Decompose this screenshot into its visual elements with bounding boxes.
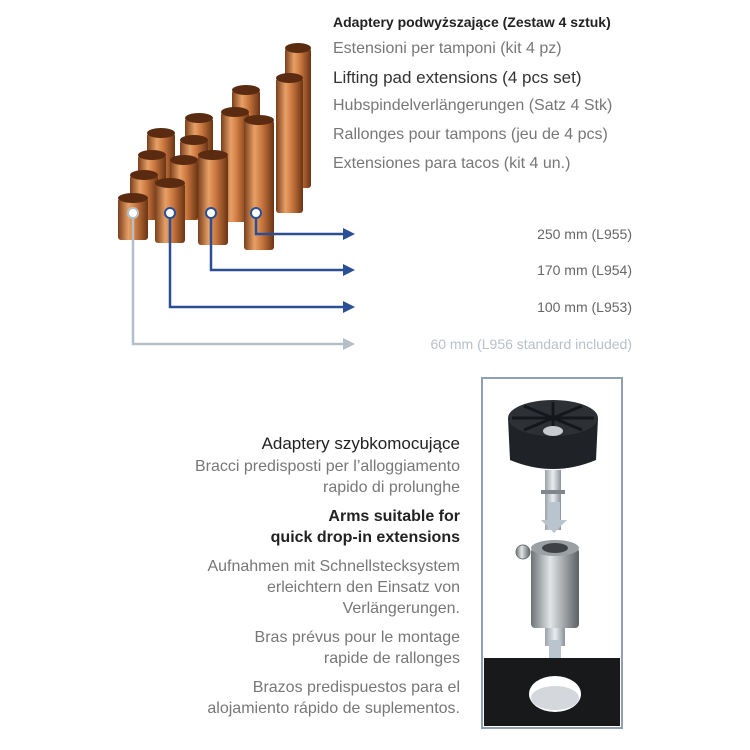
quick-fr-2: rapide de rallonges	[323, 650, 460, 667]
title-it: Estensioni per tamponi (kit 4 pz)	[333, 40, 562, 57]
quick-fr-1: Bras prévus pour le montage	[254, 629, 460, 646]
quick-de-1: Aufnahmen mit Schnellstecksystem	[207, 558, 460, 575]
size-arrows	[127, 207, 355, 350]
title-de: Hubspindelverlängerungen (Satz 4 Stk)	[333, 97, 613, 114]
title-pl: Adaptery podwyższające (Zestaw 4 sztuk)	[333, 14, 611, 30]
size-60-label: 60 mm (L956 standard included)	[430, 336, 632, 352]
quick-de-2: erleichtern den Einsatz von	[267, 579, 460, 596]
quick-de-3: Verlängerungen.	[342, 600, 460, 617]
quick-en-2: quick drop-in extensions	[270, 529, 460, 546]
size-100-label: 100 mm (L953)	[537, 299, 632, 315]
extension-tubes	[118, 43, 311, 250]
quick-es-1: Brazos predispuestos para el	[252, 679, 460, 696]
quick-it-1: Bracci predisposti per l’alloggiamento	[194, 458, 460, 475]
size-170-label: 170 mm (L954)	[537, 262, 632, 278]
quick-pl: Adaptery szybkomocujące	[261, 434, 460, 453]
quick-en-1: Arms suitable for	[328, 508, 460, 525]
quick-it-2: rapido di prolunghe	[323, 479, 460, 496]
exploded-view	[481, 377, 623, 729]
quick-es-2: alojamiento rápido de suplementos.	[207, 700, 460, 717]
title-en: Lifting pad extensions (4 pcs set)	[333, 68, 582, 87]
quick-text: Adaptery szybkomocujące Bracci predispos…	[195, 433, 460, 719]
title-fr: Rallonges pour tampons (jeu de 4 pcs)	[333, 126, 608, 143]
title-es: Extensiones para tacos (kit 4 un.)	[333, 155, 571, 172]
size-250-label: 250 mm (L955)	[537, 226, 632, 242]
